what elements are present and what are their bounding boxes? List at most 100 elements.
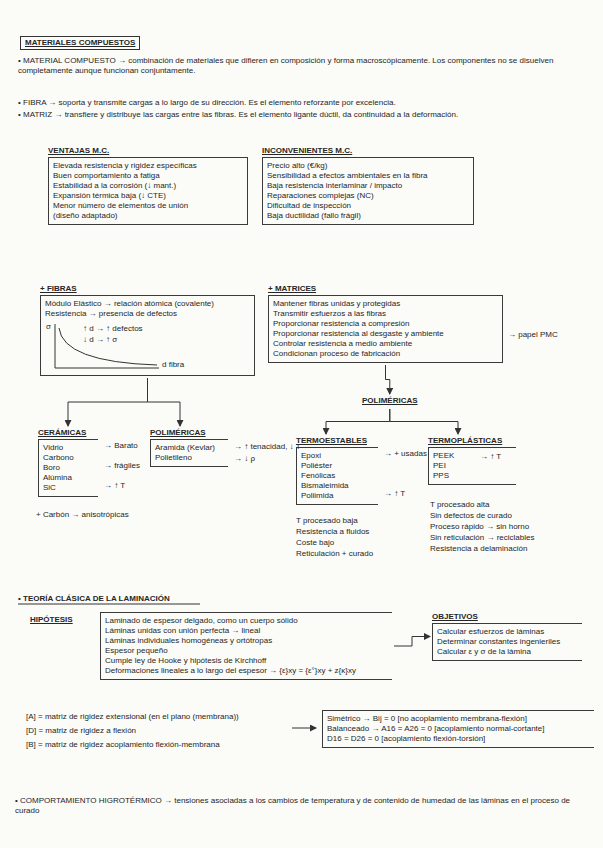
- list-item: Fenólicas: [301, 471, 374, 481]
- list-item: Láminas individuales homogéneas y ortótr…: [105, 636, 388, 646]
- ceramic-fibers-list: CERÁMICASVidrioCarbonoBoroAlúminaSiC: [38, 428, 98, 497]
- list-item: Balanceado → A16 = A26 = 0 [acoplamiento…: [327, 724, 590, 734]
- objectives-box: OBJETIVOSCalcular esfuerzos de láminasDe…: [432, 612, 582, 661]
- node-body: Módulo Elástico → relación atómica (cova…: [40, 295, 255, 376]
- page-title: MATERIALES COMPUESTOS: [20, 36, 140, 50]
- node-heading: INCONVENIENTES M.C.: [262, 146, 474, 156]
- list-item: Precio alto (€/kg): [267, 161, 469, 171]
- list-item: Laminado de espesor delgado, como un cue…: [105, 616, 388, 626]
- list-item: Calcular ε y σ de la lámina: [437, 647, 578, 657]
- note-text: Resistencia a fluidos: [296, 527, 426, 537]
- note-text: → papel PMC: [508, 330, 588, 340]
- note-text: → ↑ T: [104, 481, 148, 491]
- list-item: Epoxi: [301, 451, 374, 461]
- list-item: Aramida (Kevlar): [155, 443, 224, 453]
- polymer-matrices-heading: POLIMÉRICAS: [362, 396, 418, 407]
- list-item: Determinar constantes ingenieriles: [437, 637, 578, 647]
- node-heading: + MATRICES: [268, 284, 503, 294]
- note-text: • FIBRA → soporta y transmite cargas a l…: [18, 98, 596, 108]
- list-item: Calcular esfuerzos de láminas: [437, 627, 578, 637]
- node-heading: CERÁMICAS: [38, 428, 98, 438]
- node-heading: TERMOESTABLES: [296, 436, 378, 446]
- note-text: [D] = matriz de rigidez a flexión: [26, 726, 292, 736]
- list-item: Polietileno: [155, 453, 224, 463]
- note-text: → ↑ T: [480, 452, 520, 462]
- note-text: → Barato: [104, 441, 148, 451]
- node-heading: POLIMÉRICAS: [362, 396, 418, 406]
- note-text: + Carbón → anisotrópicas: [36, 510, 186, 520]
- note-text: Coste bajo: [296, 538, 426, 548]
- note-text: • MATRIZ → transfiere y distribuye las c…: [18, 110, 598, 120]
- node-body: Mantener fibras unidas y protegidasTrans…: [268, 295, 503, 363]
- list-item: Deformaciones lineales a lo largo del es…: [105, 666, 388, 676]
- fibers-box: + FIBRAS Módulo Elástico → relación atómi…: [40, 284, 255, 376]
- list-item: Sensibilidad a efectos ambientales en la…: [267, 171, 469, 181]
- list-item: Menor número de elementos de unión: [53, 201, 243, 211]
- stress-diameter-graph: σ↑ d → ↑ defectos↓ d → ↑ σd fibra: [45, 322, 215, 372]
- note-text: → ↓ ρ: [234, 454, 294, 464]
- graph-label: d fibra: [162, 360, 212, 370]
- list-item: Módulo Elástico → relación atómica (cova…: [45, 299, 250, 309]
- list-item: Controlar resistencia a medio ambiente: [273, 339, 498, 349]
- list-item: Carbono: [43, 453, 94, 463]
- list-item: Baja resistencia interlaminar / impacto: [267, 181, 469, 191]
- list-item: Espesor pequeño: [105, 646, 388, 656]
- node-heading: VENTAJAS M.C.: [48, 146, 248, 156]
- note-text: Reticulación + curado: [296, 549, 426, 559]
- node-heading: TERMOPLÁSTICAS: [428, 436, 516, 446]
- node-body: VidrioCarbonoBoroAlúminaSiC: [38, 439, 98, 497]
- list-item: Alúmina: [43, 473, 94, 483]
- list-item: Láminas unidas con unión perfecta → line…: [105, 626, 388, 636]
- note-text: Proceso rápido → sin horno: [430, 522, 595, 532]
- list-item: Dificultad de inspección: [267, 201, 469, 211]
- graph-curve: [59, 328, 157, 365]
- node-heading: + FIBRAS: [40, 284, 255, 294]
- list-item: Proporcionar resistencia a compresión: [273, 319, 498, 329]
- list-item: Mantener fibras unidas y protegidas: [273, 299, 498, 309]
- list-item: Boro: [43, 463, 94, 473]
- connector-arrow: [386, 365, 390, 394]
- node-body: Calcular esfuerzos de láminasDeterminar …: [432, 623, 582, 661]
- hypotheses-box: HIPÓTESISLaminado de espesor delgado, co…: [30, 612, 392, 680]
- node-heading: OBJETIVOS: [432, 612, 582, 622]
- list-item: Proporcionar resistencia al desgaste y a…: [273, 329, 498, 339]
- matrices-box: + MATRICESMantener fibras unidas y prote…: [268, 284, 503, 363]
- note-text: [B] = matriz de rigidez acoplamiento fle…: [26, 740, 292, 750]
- node-body: PEEKPEIPPS: [428, 447, 516, 485]
- list-item: Reparaciones complejas (NC): [267, 191, 469, 201]
- node-heading: POLIMÉRICAS: [150, 428, 228, 438]
- note-text: → ↑ tenacidad, ↓ T: [234, 442, 344, 452]
- note-text: → frágiles: [104, 461, 148, 471]
- note-text: T procesado baja: [296, 516, 426, 526]
- list-item: Vidrio: [43, 443, 94, 453]
- node-body: Elevada resistencia y rigidez específica…: [48, 157, 248, 225]
- list-item: Cumple ley de Hooke y hipótesis de Kirch…: [105, 656, 388, 666]
- note-text: [A] = matriz de rigidez extensional (en …: [26, 712, 292, 722]
- implication-arrow: [292, 728, 316, 729]
- note-text: • COMPORTAMIENTO HIGROTÉRMICO → tensione…: [15, 796, 590, 816]
- connector-arrow: [148, 378, 181, 426]
- list-item: Elevada resistencia y rigidez específica…: [53, 161, 243, 171]
- node-body: Simétrico → Bij = 0 [no acoplamiento mem…: [322, 710, 594, 748]
- node-body: Aramida (Kevlar)Polietileno: [150, 439, 228, 467]
- list-item: Bismaleimida: [301, 481, 374, 491]
- graph-label: ↑ d → ↑ defectos: [83, 324, 183, 334]
- advantages-box: VENTAJAS M.C. Elevada resistencia y rigid…: [48, 146, 248, 225]
- node-body: Precio alto (€/kg)Sensibilidad a efectos…: [262, 157, 474, 225]
- list-item: Condicionan proceso de fabricación: [273, 349, 498, 359]
- note-text: Resistencia a delaminación: [430, 544, 595, 554]
- graph-label: σ: [46, 322, 56, 332]
- node-body: EpoxiPoliésterFenólicasBismaleimidaPolii…: [296, 447, 378, 505]
- polymer-fibers-list: POLIMÉRICASAramida (Kevlar)Polietileno: [150, 428, 228, 467]
- node-body: Laminado de espesor delgado, como un cue…: [100, 612, 392, 680]
- note-text: Sin reticulación → reciclables: [430, 533, 595, 543]
- list-item: Estabilidad a la corrosión (↓ mant.): [53, 181, 243, 191]
- list-item: Baja ductilidad (fallo frágil): [267, 211, 469, 221]
- list-item: Simétrico → Bij = 0 [no acoplamiento mem…: [327, 714, 590, 724]
- list-item: Poliéster: [301, 461, 374, 471]
- connector-arrow: [68, 378, 148, 426]
- note-text: → + usadas: [384, 449, 454, 459]
- thermoset-list: TERMOESTABLESEpoxiPoliésterFenólicasBism…: [296, 436, 378, 505]
- list-item: Transmitir esfuerzos a las fibras: [273, 309, 498, 319]
